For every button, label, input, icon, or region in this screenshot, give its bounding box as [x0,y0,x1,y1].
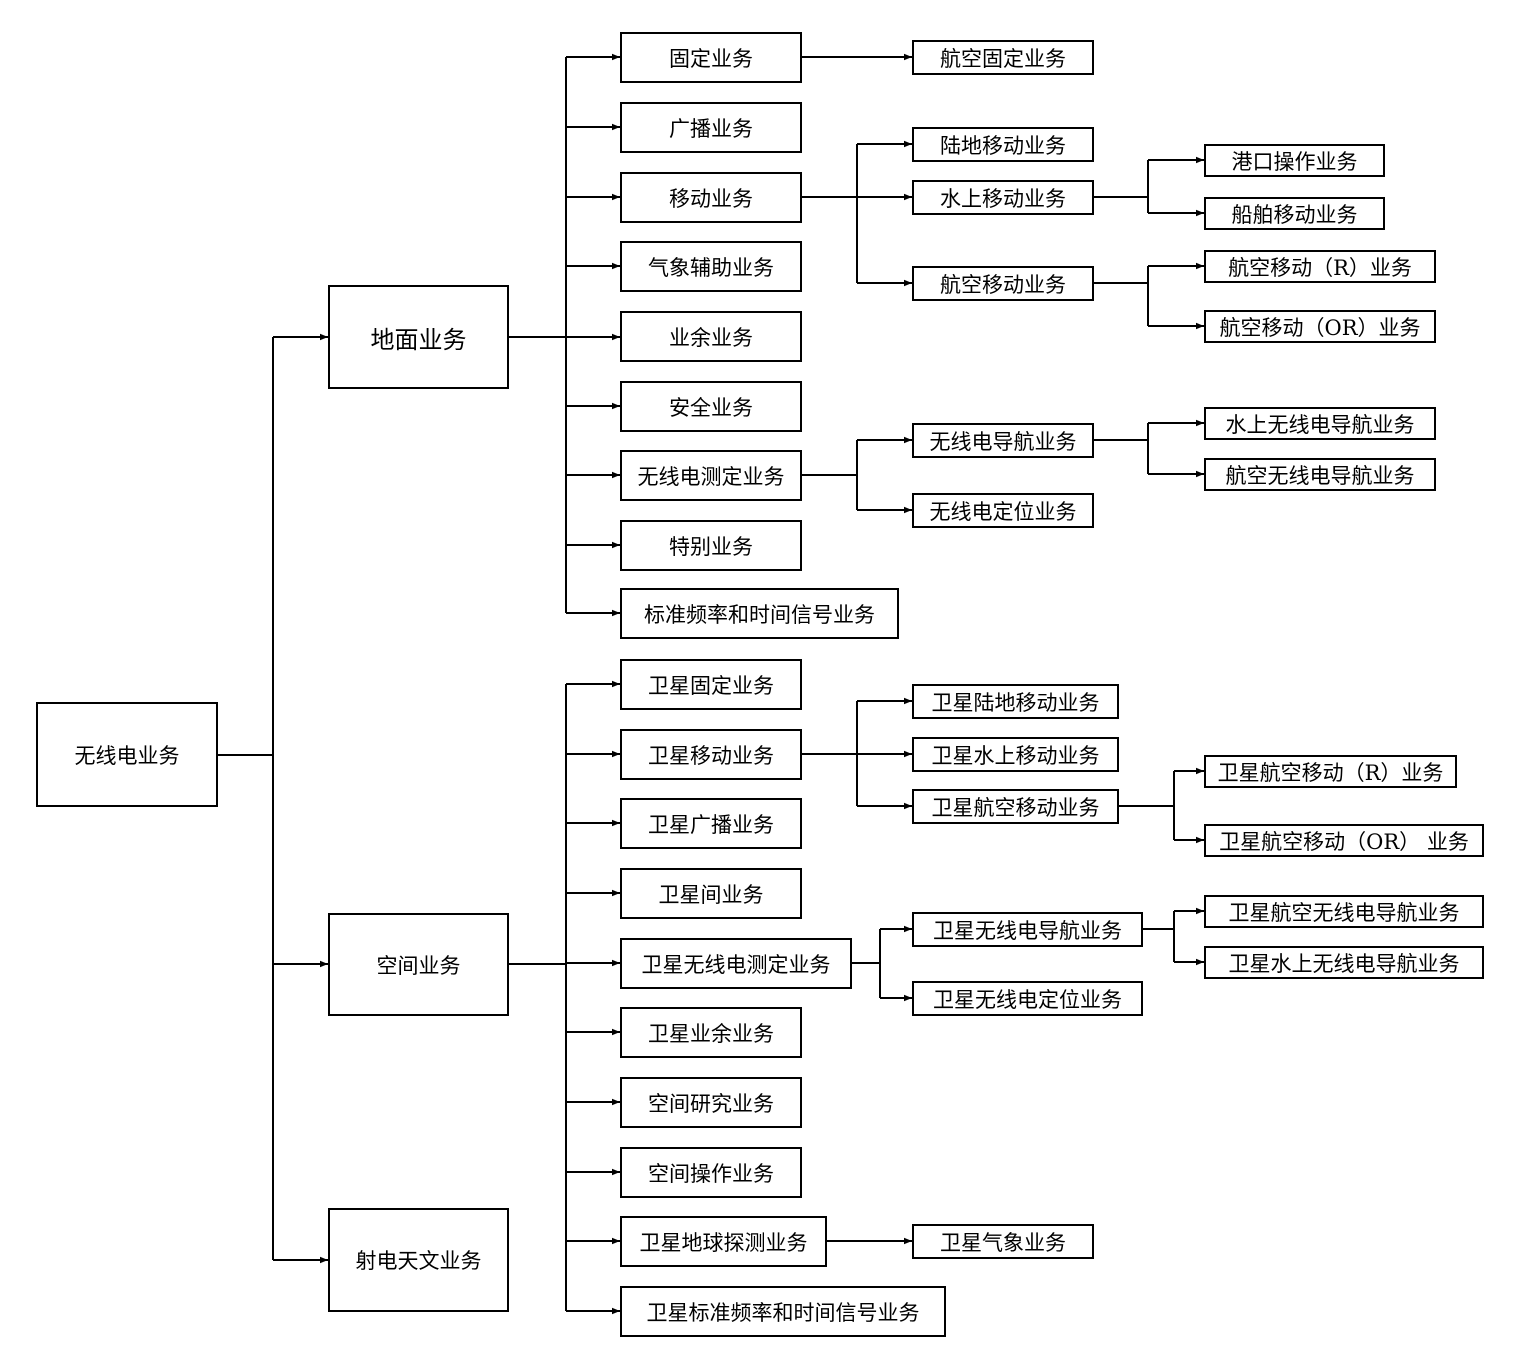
satellite-aeronautical-mobile-r-service: 卫星航空移动（R）业务 [1204,755,1457,788]
radio-astronomy-service: 射电天文业务 [328,1208,509,1312]
space-operation-service: 空间操作业务 [620,1147,802,1198]
maritime-radionavigation-service: 水上无线电导航业务 [1204,407,1436,440]
space-service: 空间业务 [328,913,509,1016]
satellite-standard-frequency-time-service: 卫星标准频率和时间信号业务 [620,1286,946,1337]
satellite-radionavigation-service: 卫星无线电导航业务 [912,912,1143,947]
satellite-fixed-service: 卫星固定业务 [620,659,802,710]
fixed-service: 固定业务 [620,32,802,83]
maritime-mobile-service: 水上移动业务 [912,180,1094,215]
standard-frequency-time-service: 标准频率和时间信号业务 [620,588,899,639]
terrestrial-service: 地面业务 [328,285,509,389]
inter-satellite-service: 卫星间业务 [620,868,802,919]
special-service: 特别业务 [620,520,802,571]
broadcasting-service: 广播业务 [620,102,802,153]
satellite-aeronautical-radionavigation-service: 卫星航空无线电导航业务 [1204,895,1484,928]
satellite-maritime-radionavigation-service: 卫星水上无线电导航业务 [1204,946,1484,979]
ship-movement-service: 船舶移动业务 [1204,197,1385,230]
mobile-service: 移动业务 [620,172,802,223]
radiolocation-service: 无线电定位业务 [912,493,1094,528]
satellite-radiolocation-service: 卫星无线电定位业务 [912,981,1143,1016]
radionavigation-service: 无线电导航业务 [912,423,1094,458]
satellite-aeronautical-mobile-service: 卫星航空移动业务 [912,789,1119,824]
amateur-service: 业余业务 [620,311,802,362]
radiodetermination-service: 无线电测定业务 [620,450,802,501]
satellite-land-mobile-service: 卫星陆地移动业务 [912,684,1119,719]
satellite-maritime-mobile-service: 卫星水上移动业务 [912,737,1119,772]
aeronautical-mobile-or-service: 航空移动（OR）业务 [1204,310,1436,343]
satellite-mobile-service: 卫星移动业务 [620,729,802,780]
aeronautical-radionavigation-service: 航空无线电导航业务 [1204,458,1436,491]
meteorological-aids-service: 气象辅助业务 [620,241,802,292]
satellite-amateur-service: 卫星业余业务 [620,1007,802,1058]
satellite-radiodetermination-service: 卫星无线电测定业务 [620,938,852,989]
aeronautical-mobile-r-service: 航空移动（R）业务 [1204,250,1436,283]
aeronautical-mobile-service: 航空移动业务 [912,266,1094,301]
port-operations-service: 港口操作业务 [1204,144,1385,177]
safety-service: 安全业务 [620,381,802,432]
meteorological-satellite-service: 卫星气象业务 [912,1224,1094,1259]
land-mobile-service: 陆地移动业务 [912,127,1094,162]
satellite-aeronautical-mobile-or-service: 卫星航空移动（OR） 业务 [1204,824,1484,857]
earth-exploration-satellite-service: 卫星地球探测业务 [620,1216,827,1267]
root-radio-service: 无线电业务 [36,702,218,807]
satellite-broadcasting-service: 卫星广播业务 [620,798,802,849]
aeronautical-fixed-service: 航空固定业务 [912,40,1094,75]
space-research-service: 空间研究业务 [620,1077,802,1128]
